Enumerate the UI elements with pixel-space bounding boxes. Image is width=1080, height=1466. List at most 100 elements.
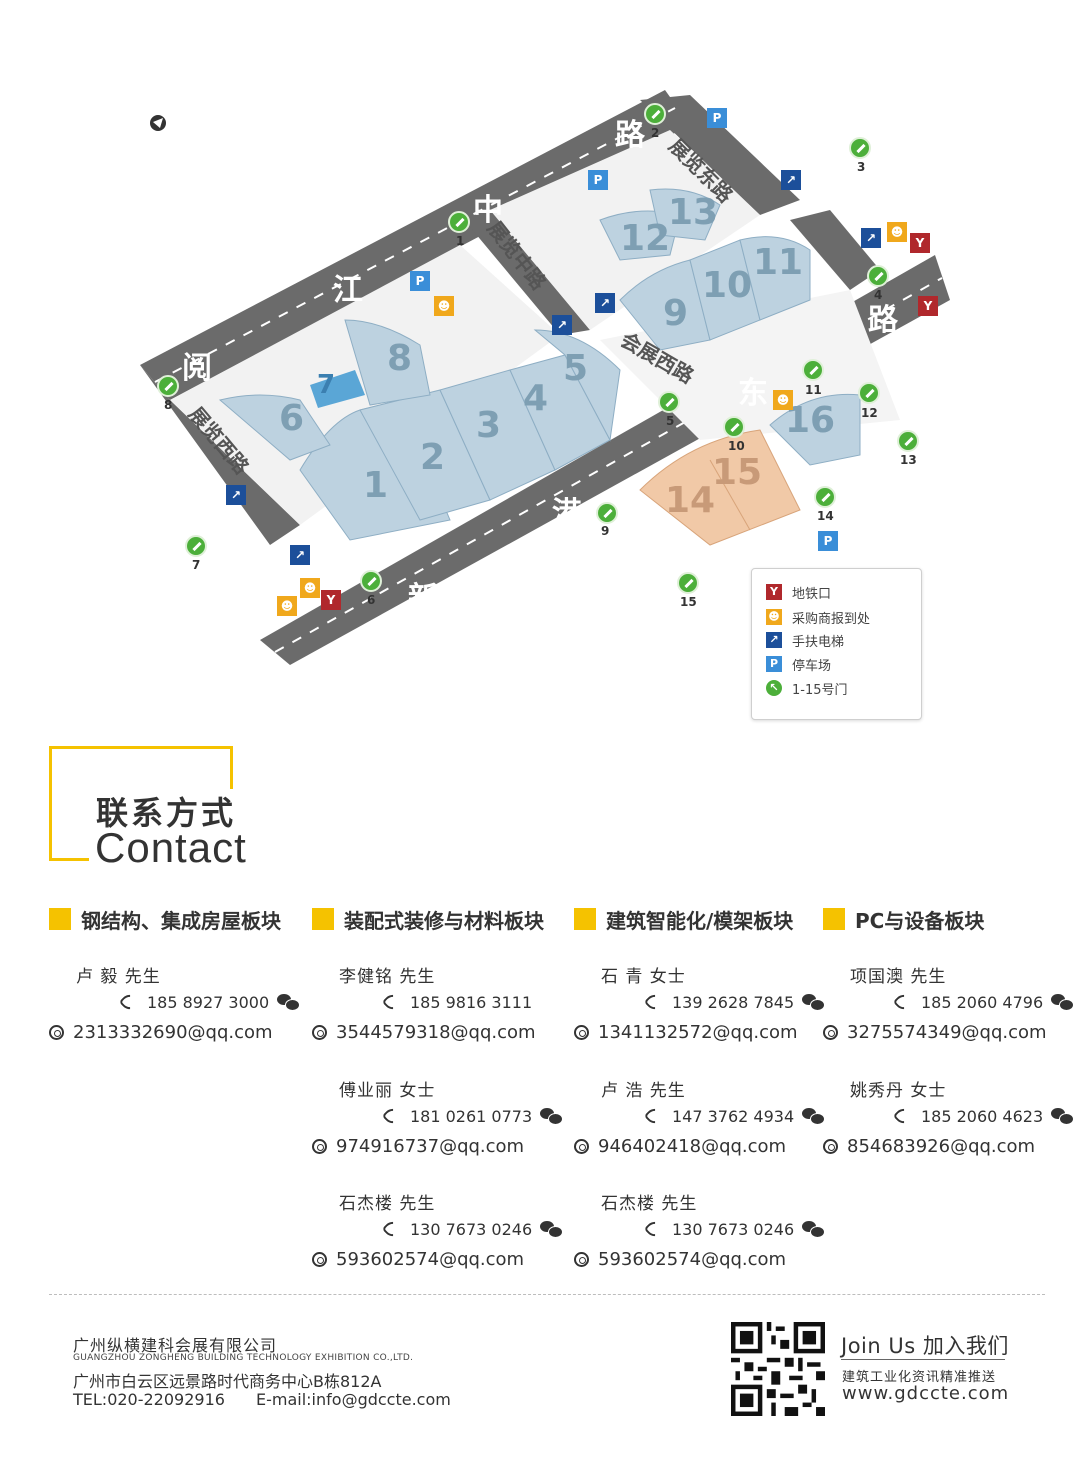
phone-icon [381, 1217, 405, 1241]
company-email[interactable]: E-mail:info@gdccte.com [256, 1390, 451, 1409]
wechat-icon [1051, 1108, 1075, 1125]
gate-15-label: 15 [680, 595, 697, 609]
map-drawing [140, 90, 950, 665]
wechat-icon [277, 994, 301, 1011]
road-label-xin: 新 [408, 581, 438, 616]
hall-2: 2 [420, 437, 446, 478]
join-underline [841, 1359, 1005, 1360]
category-marker [49, 908, 71, 930]
parking-icon: P [766, 656, 782, 672]
phone-icon [643, 1104, 667, 1128]
phone-icon [381, 990, 405, 1014]
hall-6: 6 [279, 398, 305, 439]
buyer-registration-icon: ☻ [887, 222, 907, 242]
hall-14: 14 [665, 480, 716, 521]
email-icon [823, 1138, 838, 1154]
gate-12-label: 12 [861, 406, 878, 420]
phone-icon [118, 990, 142, 1014]
gate-2-label: 2 [651, 126, 660, 140]
road-label-lu-east: 路 [868, 303, 898, 338]
map-legend: Y 地铁口 ☻ 采购商报到处 ↗ 手扶电梯 P 停车场 ↖ 1-15号门 [751, 568, 922, 720]
email-line[interactable]: 3275574349@qq.com [823, 1020, 1047, 1044]
hall-13: 13 [668, 192, 719, 233]
road-zhanlan-mid [460, 210, 590, 335]
footer-divider [49, 1294, 1045, 1295]
road-huizhan-west [140, 365, 300, 545]
category-assembled-decoration: 装配式装修与材料板块 [312, 906, 544, 933]
hall-16: 16 [785, 400, 836, 441]
qr-code-icon[interactable] [731, 1322, 825, 1416]
gate-6-label: 6 [367, 593, 376, 607]
phone-line[interactable]: 185 8927 3000 [118, 990, 301, 1014]
gate-7-label: 7 [192, 558, 201, 572]
gate-10-label: 10 [728, 439, 745, 453]
company-tel[interactable]: TEL:020-22092916 [73, 1390, 225, 1409]
venue-map: 新 港 东 路 阅 江 中 路 展览中路 展览东路 展览西路 会展西路 1 2 … [0, 0, 1080, 740]
escalator-icon: ↗ [861, 228, 881, 248]
gate-9-label: 9 [601, 524, 610, 538]
hall-3: 3 [476, 405, 502, 446]
wechat-icon [540, 1108, 564, 1125]
gate-11-icon [802, 359, 824, 381]
email-line[interactable]: 1341132572@qq.com [574, 1020, 798, 1044]
email-line[interactable]: 854683926@qq.com [823, 1134, 1035, 1158]
gate-13-label: 13 [900, 453, 917, 467]
contact-title-frame [49, 746, 233, 879]
hall-12: 12 [620, 218, 671, 259]
email-line[interactable]: 3544579318@qq.com [312, 1020, 536, 1044]
gate-8-label: 8 [164, 398, 173, 412]
escalator-icon: ↗ [552, 315, 572, 335]
gate-14-icon [814, 486, 836, 508]
category-smart-building: 建筑智能化/模架板块 [574, 906, 793, 933]
email-icon [823, 1024, 838, 1040]
company-name-cn: 广州纵横建科会展有限公司 [73, 1336, 278, 1355]
road-label-dong: 东 [738, 376, 768, 411]
parking-icon: P [818, 531, 838, 551]
parking-icon: P [588, 170, 608, 190]
category-marker [312, 908, 334, 930]
email-line[interactable]: 593602574@qq.com [574, 1247, 786, 1271]
escalator-icon: ↗ [226, 485, 246, 505]
gate-4-icon [867, 265, 889, 287]
phone-line[interactable]: 147 3762 4934 [643, 1104, 826, 1128]
hall-11: 11 [753, 242, 804, 283]
email-line[interactable]: 2313332690@qq.com [49, 1020, 273, 1044]
phone-line[interactable]: 130 7673 0246 [643, 1217, 826, 1241]
buyer-registration-icon: ☻ [277, 596, 297, 616]
escalator-icon: ↗ [595, 293, 615, 313]
phone-line[interactable]: 130 7673 0246 [381, 1217, 564, 1241]
hall-10: 10 [702, 265, 753, 306]
road-label-gang: 港 [552, 496, 582, 531]
phone-icon [643, 1217, 667, 1241]
phone-line[interactable]: 185 2060 4623 [892, 1104, 1075, 1128]
road-zhanlan-east [640, 95, 800, 215]
email-line[interactable]: 593602574@qq.com [312, 1247, 524, 1271]
wechat-icon [540, 1221, 564, 1238]
gate-4-label: 4 [874, 288, 883, 302]
email-line[interactable]: 946402418@qq.com [574, 1134, 786, 1158]
hall-1: 1 [363, 465, 389, 506]
phone-icon [381, 1104, 405, 1128]
email-icon [574, 1024, 589, 1040]
email-icon [312, 1024, 327, 1040]
wechat-icon [1051, 994, 1075, 1011]
legend-row-parking: P 停车场 [766, 653, 831, 675]
email-line[interactable]: 974916737@qq.com [312, 1134, 524, 1158]
gate-3-label: 3 [857, 160, 866, 174]
website-link[interactable]: www.gdccte.com [842, 1383, 1010, 1404]
metro-icon: Y [910, 233, 930, 253]
hall-4: 4 [523, 378, 549, 419]
gate-15-icon [677, 572, 699, 594]
road-yuejiang [140, 90, 690, 400]
gate-10-icon [723, 416, 745, 438]
phone-line[interactable]: 185 9816 3111 [381, 990, 532, 1014]
buyer-registration-icon: ☻ [434, 296, 454, 316]
phone-line[interactable]: 185 2060 4796 [892, 990, 1075, 1014]
company-address: 广州市白云区远景路时代商务中心B栋812A [73, 1372, 382, 1391]
road-label-zhong: 中 [473, 193, 503, 228]
hall-8: 8 [387, 338, 413, 379]
legend-row-escalator: ↗ 手扶电梯 [766, 629, 844, 651]
metro-icon: Y [918, 296, 938, 316]
phone-line[interactable]: 181 0261 0773 [381, 1104, 564, 1128]
phone-line[interactable]: 139 2628 7845 [643, 990, 826, 1014]
